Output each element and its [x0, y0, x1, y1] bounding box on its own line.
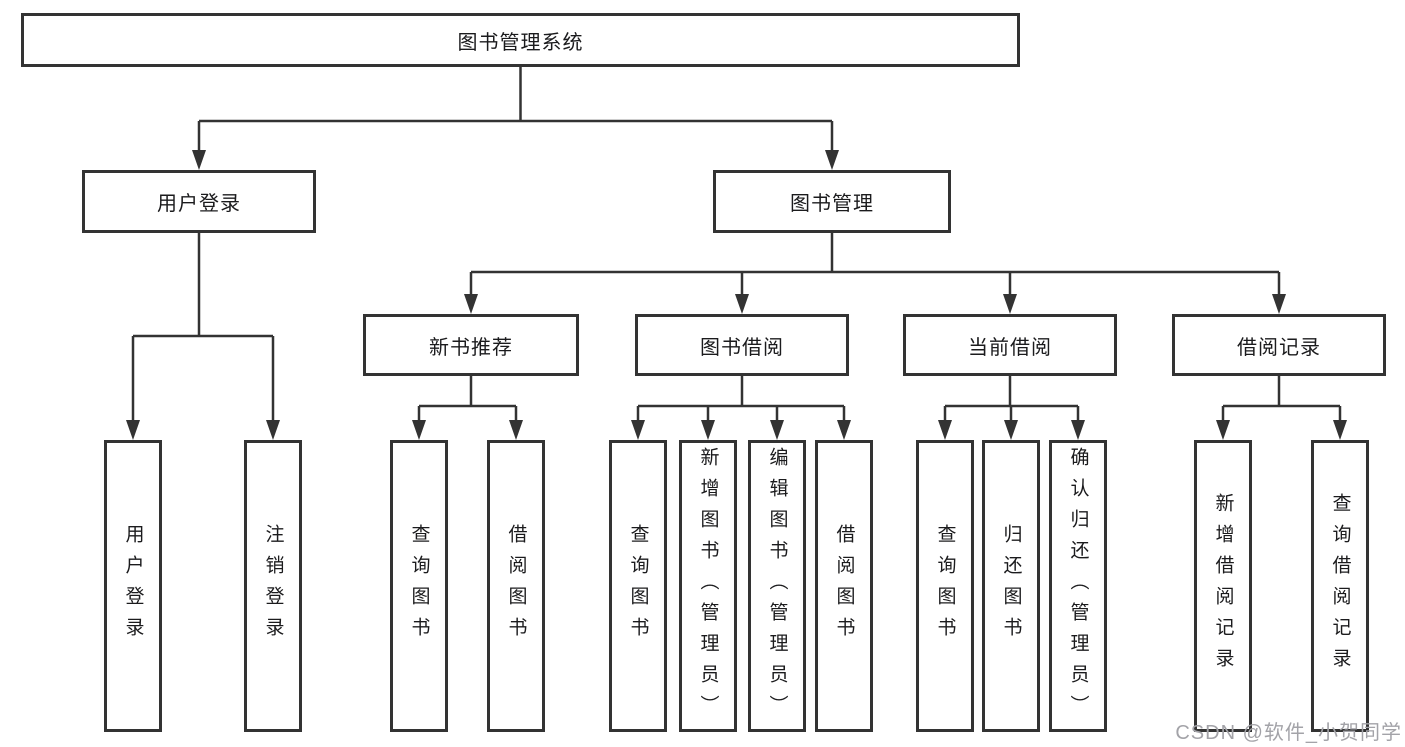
node-user-login-leaf: 用户登录: [104, 440, 162, 732]
node-query-borrow-record: 查询借阅记录: [1311, 440, 1369, 732]
node-borrow-books-2: 借阅图书: [815, 440, 873, 732]
node-user-login: 用户登录: [82, 170, 316, 233]
arrowheads: [126, 150, 1347, 440]
node-logout: 注销登录: [244, 440, 302, 732]
node-library-management-system: 图书管理系统: [21, 13, 1020, 67]
node-book-borrowing: 图书借阅: [635, 314, 849, 376]
node-query-books-1: 查询图书: [390, 440, 448, 732]
node-add-borrow-record: 新增借阅记录: [1194, 440, 1252, 732]
node-confirm-return-admin: 确认归还（管理员）: [1049, 440, 1107, 732]
node-book-management: 图书管理: [713, 170, 951, 233]
node-new-book-recommendation: 新书推荐: [363, 314, 579, 376]
node-current-borrowing: 当前借阅: [903, 314, 1117, 376]
node-query-books-3: 查询图书: [916, 440, 974, 732]
node-add-books-admin: 新增图书（管理员）: [679, 440, 737, 732]
node-query-books-2: 查询图书: [609, 440, 667, 732]
node-borrow-books-1: 借阅图书: [487, 440, 545, 732]
node-borrowing-records: 借阅记录: [1172, 314, 1386, 376]
watermark-text: CSDN @软件_小贺同学: [1175, 722, 1402, 744]
node-return-books: 归还图书: [982, 440, 1040, 732]
node-edit-books-admin: 编辑图书（管理员）: [748, 440, 806, 732]
